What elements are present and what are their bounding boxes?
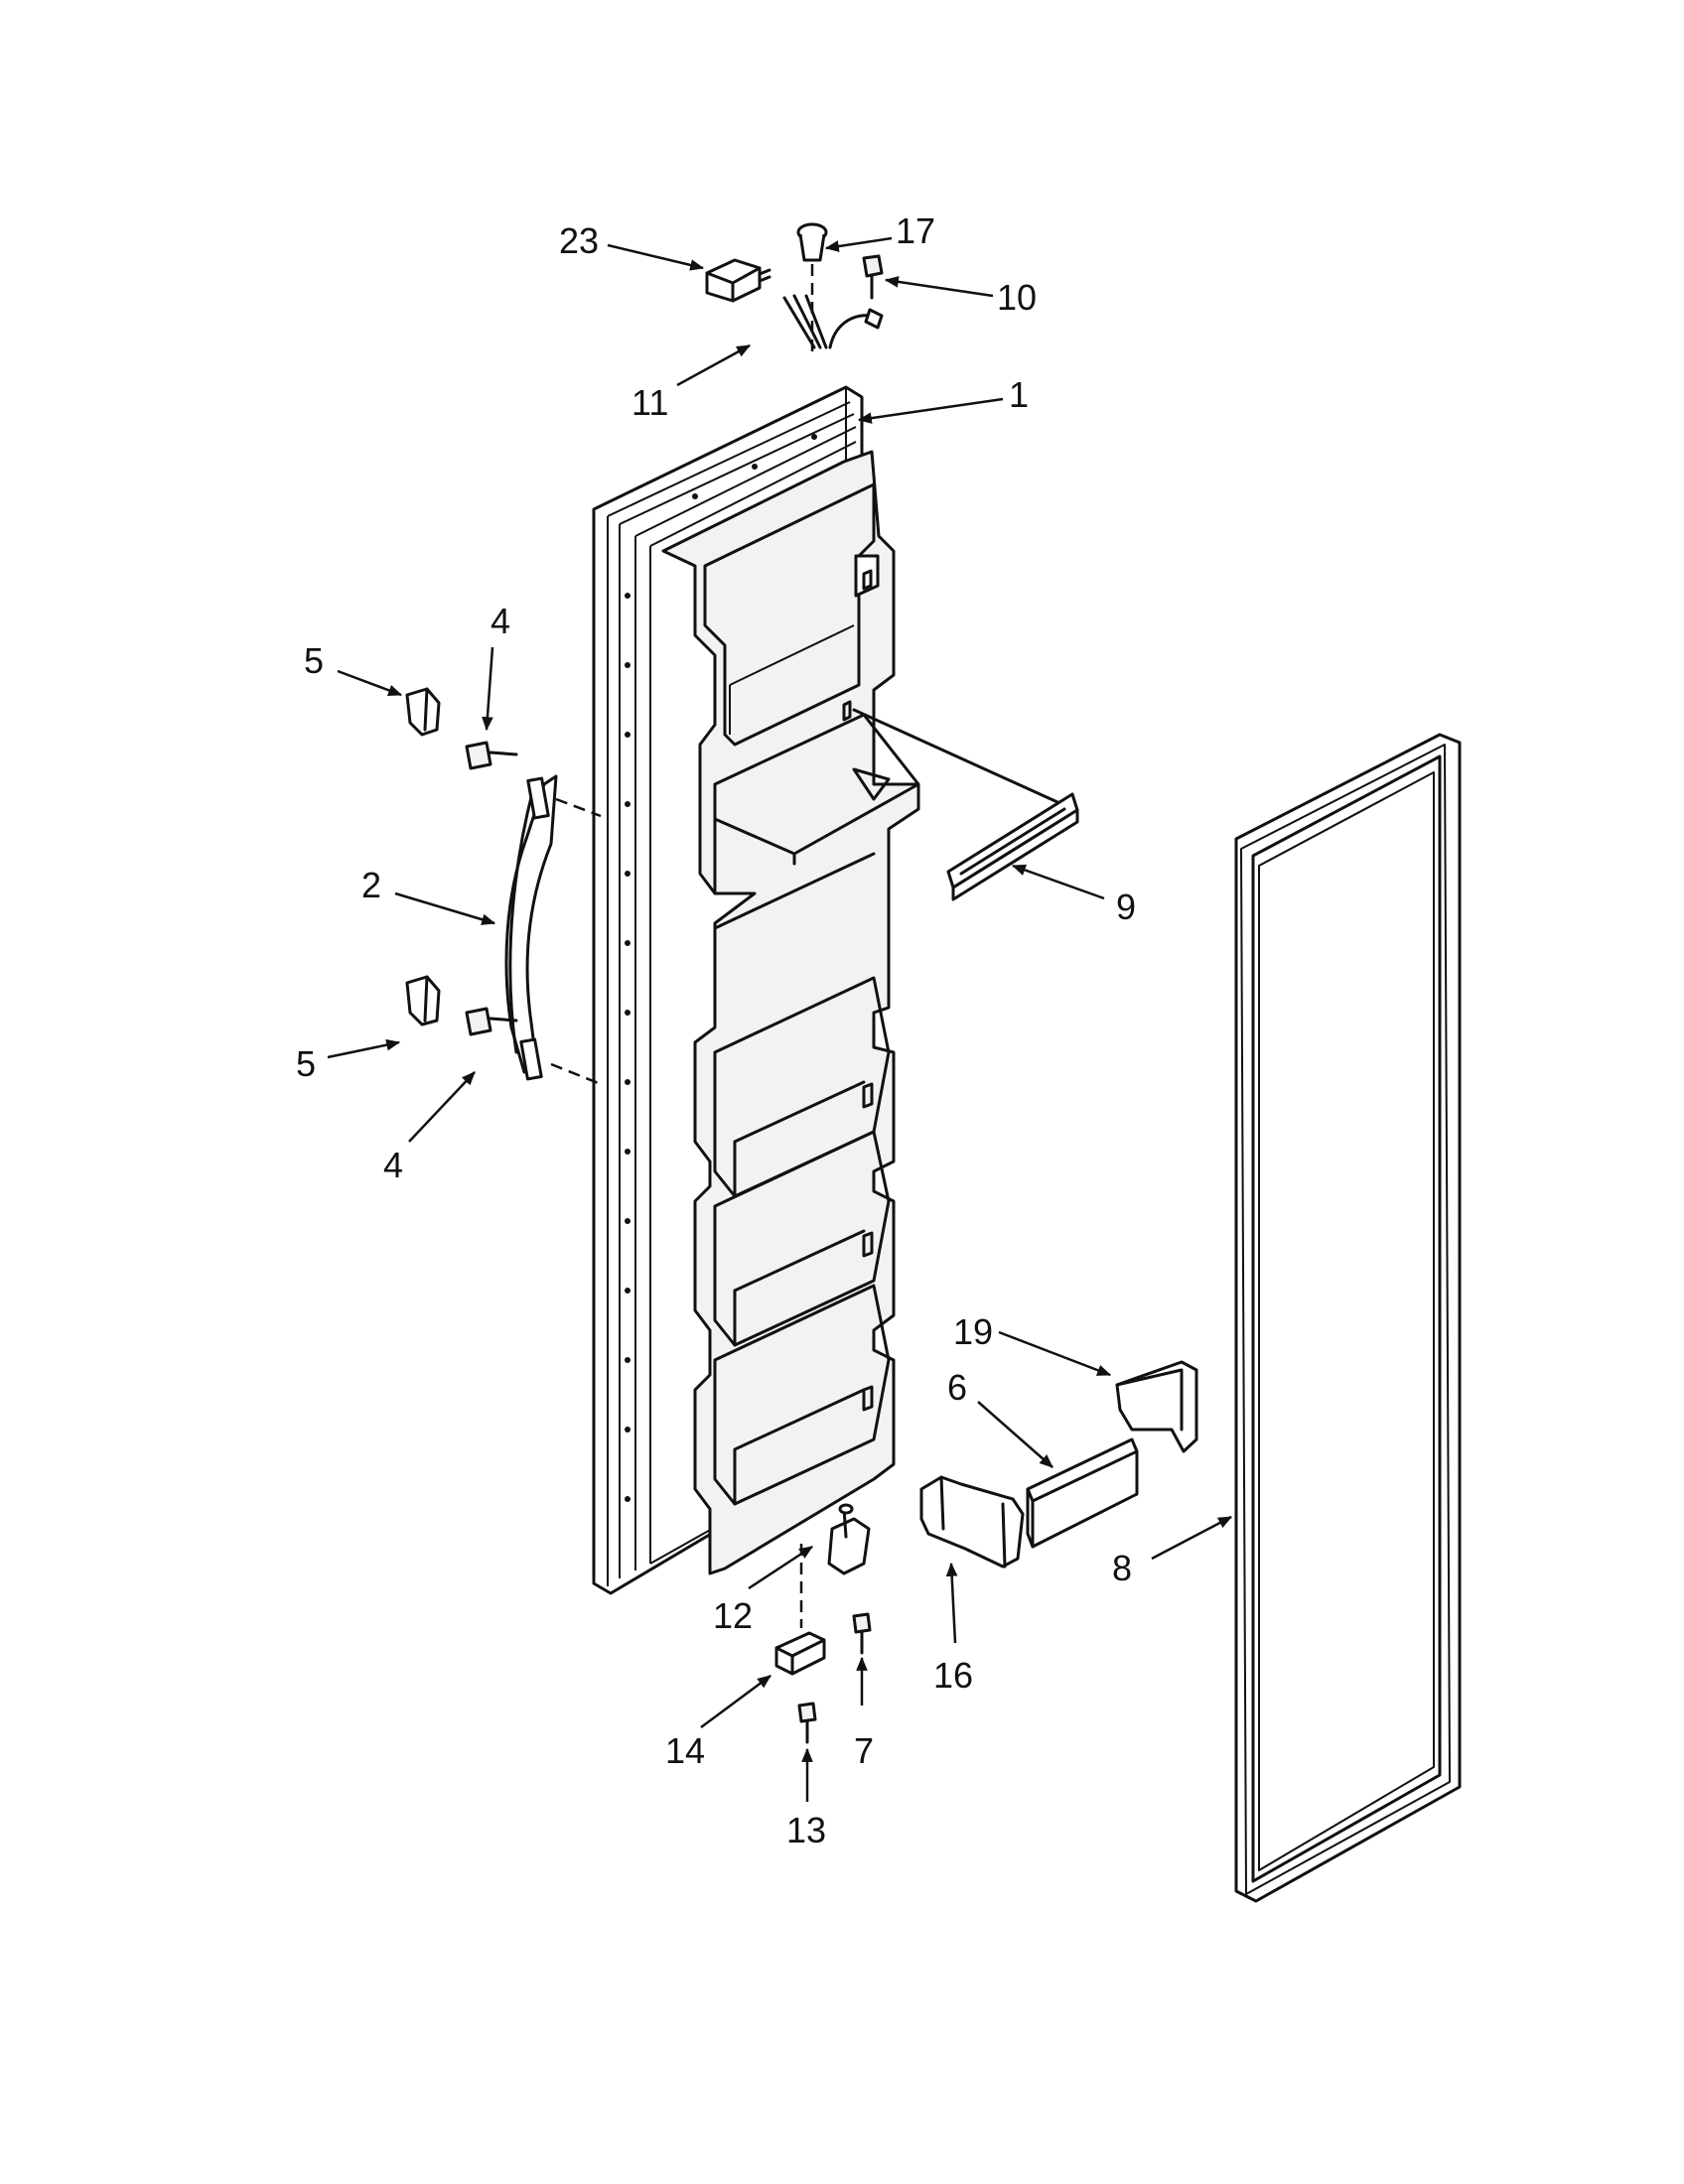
bin-end-cap-left [919,1475,1025,1569]
hinge-bracket-upper [827,1503,871,1575]
callout-12: 12 [713,1595,753,1636]
callout-23: 23 [559,220,599,261]
hinge-screw-7 [852,1612,872,1655]
door-screw-holes [625,434,817,1502]
callout-10: 10 [997,277,1037,318]
handle-cap-lower [405,975,441,1026]
bin-end-cap [1115,1360,1198,1453]
callout-8: 8 [1112,1548,1132,1588]
callout-4-lower: 4 [383,1145,403,1185]
callout-7: 7 [854,1730,874,1771]
bin-trim-center [1026,1437,1139,1549]
hinge-bracket-lower [774,1631,826,1676]
callout-14: 14 [665,1730,705,1771]
ground-screw [862,254,884,300]
callout-9: 9 [1116,887,1136,927]
door-panel [592,385,920,1595]
callout-6: 6 [947,1367,967,1408]
leader-lines [327,236,1233,1802]
callout-2: 2 [361,865,381,905]
handle-screw-lower [465,1007,518,1036]
callout-19: 19 [953,1311,993,1352]
shelf-rail [852,708,1079,901]
hinge-screw-13 [797,1702,817,1744]
callout-17: 17 [896,210,935,251]
door-handle [504,774,602,1086]
wire-connector [705,258,772,303]
callout-4-upper: 4 [491,601,510,641]
callout-16: 16 [933,1655,973,1696]
callout-5-upper: 5 [304,640,324,681]
callout-1: 1 [1009,374,1029,415]
door-gasket [1234,733,1462,1903]
callout-labels: 23 17 10 11 1 4 5 2 9 5 4 19 6 8 12 16 1… [296,210,1136,1850]
handle-screw-upper [465,741,518,770]
wire-harness [782,294,884,349]
callout-13: 13 [786,1810,826,1850]
callout-5-lower: 5 [296,1043,316,1084]
handle-cap-upper [405,687,441,737]
callout-11: 11 [632,382,668,423]
